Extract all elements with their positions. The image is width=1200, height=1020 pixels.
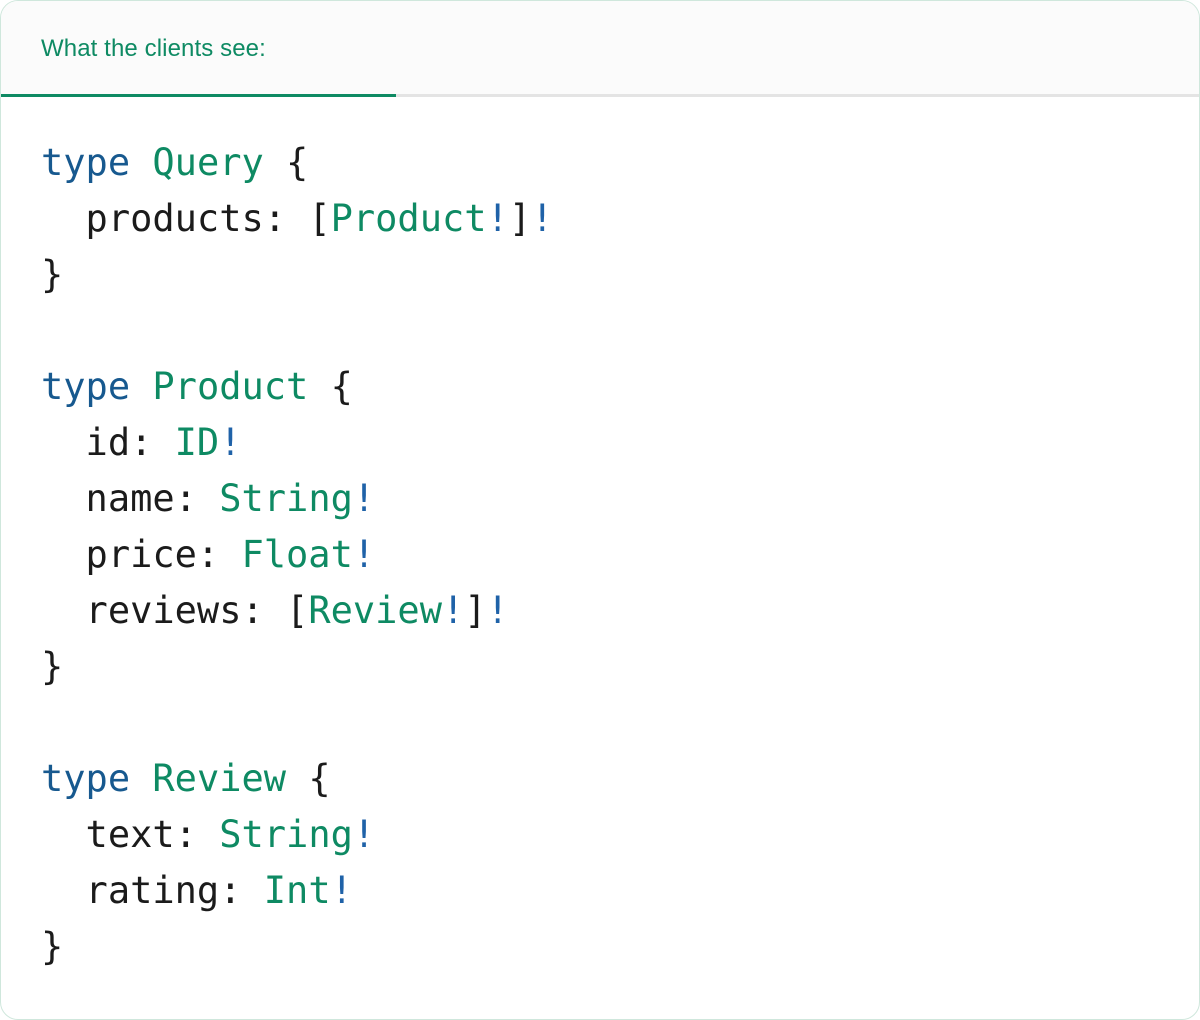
code-token-field: reviews: (41, 589, 287, 632)
code-lines: type Query { products: [Product!]!} type… (41, 135, 1159, 975)
tab-label: What the clients see: (41, 35, 266, 62)
code-line (41, 303, 1159, 359)
code-token-bang: ! (352, 477, 376, 520)
code-token-bang: ! (330, 869, 353, 912)
code-token-punct (130, 141, 152, 184)
code-token-type: Review (308, 589, 442, 632)
code-line: type Review { (41, 751, 1159, 807)
tab-strip: What the clients see: (1, 1, 1199, 97)
code-token-punct: } (41, 253, 64, 296)
code-token-type: Review (152, 757, 287, 800)
code-token-bang: ! (219, 421, 242, 464)
tab-what-the-clients-see[interactable]: What the clients see: (1, 1, 396, 97)
code-token-bang: ! (531, 197, 554, 240)
code-token-kw: type (41, 365, 131, 408)
code-token-bang: ! (441, 589, 465, 632)
code-token-field: text: (41, 813, 220, 856)
code-line: text: String! (41, 807, 1159, 863)
code-token-type: ID (174, 421, 220, 464)
code-token-field: price: (41, 533, 242, 576)
code-token-field: products: (41, 197, 309, 240)
code-token-bang: ! (486, 197, 509, 240)
code-line: } (41, 919, 1159, 975)
code-token-type: Product (152, 365, 309, 408)
code-token-punct: ] (464, 589, 487, 632)
tab-active-underline (1, 94, 396, 97)
code-token-field: rating: (41, 869, 264, 912)
code-token-punct: [ (286, 589, 309, 632)
code-line: products: [Product!]! (41, 191, 1159, 247)
code-line: rating: Int! (41, 863, 1159, 919)
code-line: id: ID! (41, 415, 1159, 471)
code-token-punct: { (286, 757, 331, 800)
tab-strip-divider (1, 94, 1199, 97)
code-line: price: Float! (41, 527, 1159, 583)
code-token-kw: type (41, 141, 131, 184)
code-token-bang: ! (486, 589, 509, 632)
code-token-punct: { (308, 365, 353, 408)
code-token-punct (130, 757, 152, 800)
code-body: type Query { products: [Product!]!} type… (1, 97, 1199, 975)
code-line (41, 695, 1159, 751)
code-token-kw: type (41, 757, 131, 800)
code-line: } (41, 247, 1159, 303)
code-token-type: Float (241, 533, 353, 576)
code-token-field: id: (41, 421, 175, 464)
code-token-punct (130, 365, 152, 408)
code-line: type Query { (41, 135, 1159, 191)
code-line: type Product { (41, 359, 1159, 415)
code-token-punct: [ (308, 197, 331, 240)
code-token-type: Product (330, 197, 487, 240)
code-line: reviews: [Review!]! (41, 583, 1159, 639)
code-token-punct: } (41, 925, 64, 968)
code-line: } (41, 639, 1159, 695)
code-line: name: String! (41, 471, 1159, 527)
code-token-punct: { (263, 141, 309, 184)
graphql-schema-code[interactable]: type Query { products: [Product!]!} type… (1, 135, 1199, 975)
code-token-type: String (219, 813, 353, 856)
code-token-type: String (219, 477, 353, 520)
code-token-punct: } (41, 645, 64, 688)
code-token-field: name: (41, 477, 220, 520)
code-token-punct: ] (508, 197, 532, 240)
code-token-bang: ! (352, 813, 376, 856)
code-token-type: Int (263, 869, 331, 912)
code-token-type: Query (152, 141, 264, 184)
code-token-bang: ! (352, 533, 376, 576)
